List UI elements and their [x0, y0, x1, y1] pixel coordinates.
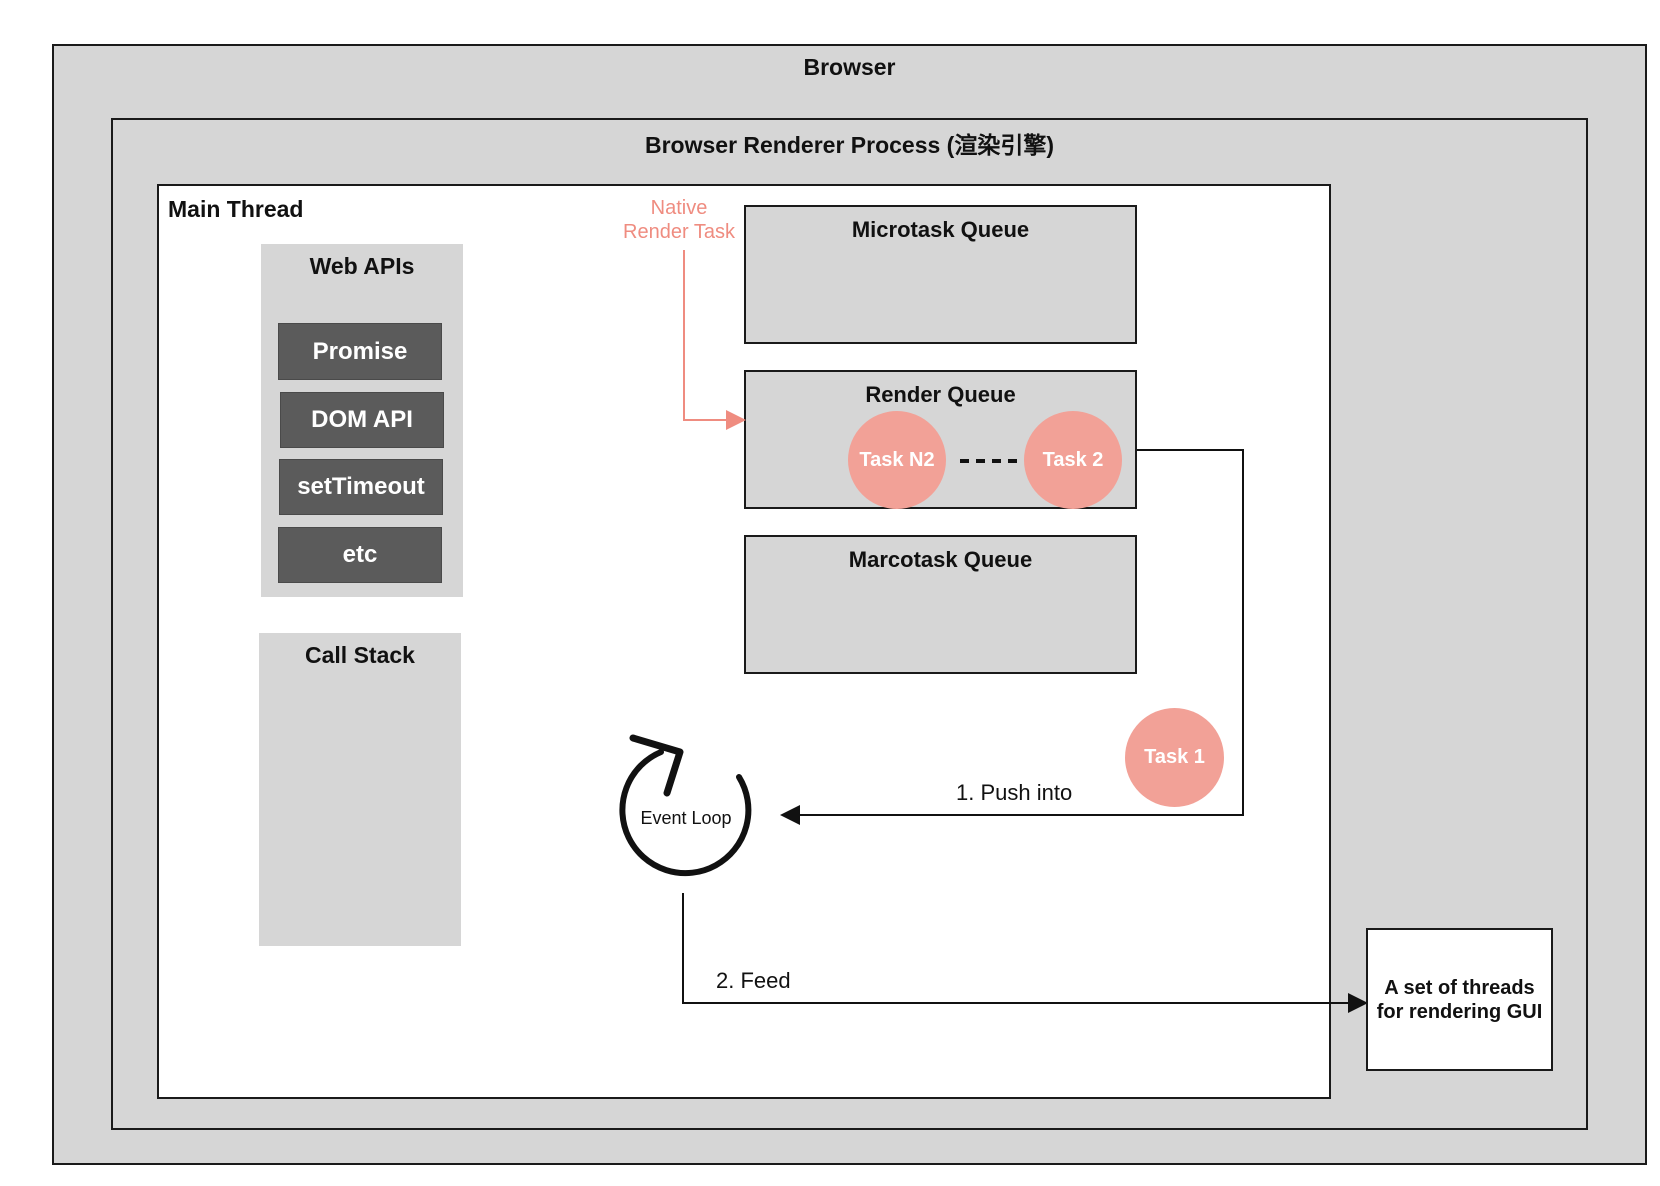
- macrotask-queue: Marcotask Queue: [744, 535, 1137, 674]
- native-render-task-label: Native Render Task: [618, 196, 740, 244]
- feed-arrow: [682, 893, 1368, 1013]
- call-stack-title: Call Stack: [305, 642, 415, 668]
- macrotask-queue-title: Marcotask Queue: [848, 547, 1033, 572]
- renderer-process-title: Browser Renderer Process (渲染引擎): [644, 132, 1054, 158]
- gui-threads-line1: A set of threads: [1384, 976, 1535, 999]
- native-render-task-line1: Native: [650, 197, 708, 219]
- task-2-circle: Task 2: [1024, 411, 1122, 509]
- push-into-arrow: [780, 449, 1244, 825]
- native-task-arrow: [683, 250, 746, 430]
- microtask-queue: Microtask Queue: [744, 205, 1137, 344]
- native-render-task-line2: Render Task: [623, 221, 735, 243]
- api-item-etc: etc: [278, 527, 442, 583]
- gui-threads-line2: for rendering GUI: [1376, 1000, 1543, 1023]
- call-stack-panel: Call Stack: [259, 633, 461, 946]
- web-apis-panel: Web APIs Promise DOM API setTimeout etc: [261, 244, 463, 597]
- event-loop-arrowhead-icon: [629, 734, 684, 797]
- browser-title: Browser: [803, 54, 896, 80]
- gui-threads-box: A set of threads for rendering GUI: [1366, 928, 1553, 1071]
- main-thread-title: Main Thread: [168, 196, 304, 222]
- api-item-settimeout: setTimeout: [279, 459, 443, 515]
- api-item-promise: Promise: [278, 323, 442, 380]
- task-n2-circle: Task N2: [848, 411, 946, 509]
- render-queue-title: Render Queue: [865, 382, 1016, 407]
- event-loop-label: Event Loop: [640, 808, 732, 828]
- task-1-circle: Task 1: [1125, 708, 1224, 807]
- api-item-dom-api: DOM API: [280, 392, 444, 448]
- push-into-label: 1. Push into: [956, 780, 1073, 805]
- event-loop-circle-icon: [619, 749, 752, 877]
- feed-label: 2. Feed: [716, 968, 791, 993]
- web-apis-title: Web APIs: [309, 253, 415, 279]
- microtask-queue-title: Microtask Queue: [851, 217, 1030, 242]
